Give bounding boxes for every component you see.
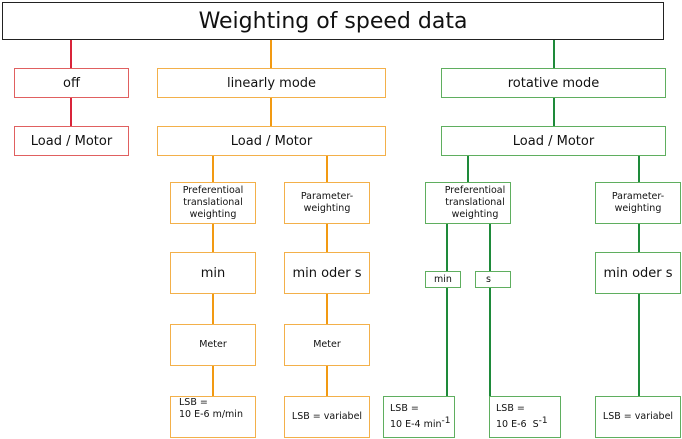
off-load-motor-box: Load / Motor <box>14 126 129 156</box>
lsb-line1: LSB = <box>496 402 525 414</box>
connector <box>553 40 555 68</box>
off-box: off <box>14 68 129 98</box>
connector <box>553 98 555 126</box>
rotative-lsb-min-box: LSB = 10 E-4 min-1 <box>383 396 455 438</box>
linear-unit-min-box: min <box>170 252 256 294</box>
linear-preferential-box: Preferentioal translational weighting <box>170 182 256 224</box>
rotative-preferential-box: Preferentioal translational weighting <box>425 182 511 224</box>
rotative-unit-min-oder-s-box: min oder s <box>595 252 681 294</box>
linear-meter-box: Meter <box>170 324 256 366</box>
connector <box>70 98 72 126</box>
connector <box>446 222 448 396</box>
lsb-line2: 10 E-6 S <box>496 419 539 431</box>
linear-lsb-box: LSB = 10 E-6 m/min <box>170 396 256 438</box>
rotative-unit-s-box: s <box>475 271 511 288</box>
rotative-unit-min-box: min <box>425 271 461 288</box>
rotative-mode-box: rotative mode <box>441 68 666 98</box>
connector <box>270 40 272 68</box>
linear-load-motor-box: Load / Motor <box>157 126 386 156</box>
linear-param-lsb-box: LSB = variabel <box>284 396 370 438</box>
connector <box>489 222 491 396</box>
page-title: Weighting of speed data <box>2 2 664 40</box>
linear-param-meter-box: Meter <box>284 324 370 366</box>
linear-mode-box: linearly mode <box>157 68 386 98</box>
lsb-line1: LSB = <box>390 402 419 414</box>
connector <box>467 156 469 182</box>
lsb-line1: LSB = <box>179 397 208 408</box>
rotative-parameter-box: Parameter- weighting <box>595 182 681 224</box>
rotative-load-motor-box: Load / Motor <box>441 126 666 156</box>
lsb-line2: 10 E-4 min <box>390 419 442 431</box>
connector <box>70 40 72 68</box>
rotative-param-lsb-box: LSB = variabel <box>595 396 681 438</box>
lsb-exponent: -1 <box>538 415 548 426</box>
lsb-line2: 10 E-6 m/min <box>179 409 243 420</box>
linear-parameter-box: Parameter- weighting <box>284 182 370 224</box>
connector <box>270 98 272 126</box>
lsb-exponent: -1 <box>441 415 451 426</box>
linear-unit-min-oder-s-box: min oder s <box>284 252 370 294</box>
rotative-lsb-s-box: LSB = 10 E-6 S-1 <box>489 396 561 438</box>
